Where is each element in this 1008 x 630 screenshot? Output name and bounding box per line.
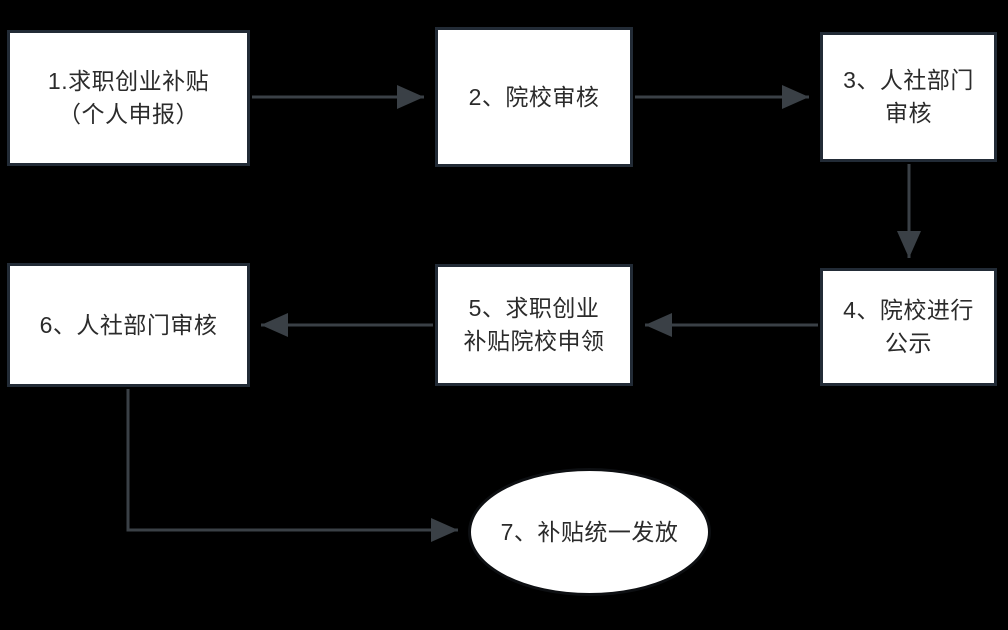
node-3-label: 3、人社部门 审核 xyxy=(843,67,974,126)
node-2-label: 2、院校审核 xyxy=(468,83,600,110)
node-4-label: 4、院校进行 公示 xyxy=(843,297,974,356)
node-6-label: 6、人社部门审核 xyxy=(39,311,218,338)
process-node-6[interactable]: 6、人社部门审核 xyxy=(7,263,250,387)
process-node-3[interactable]: 3、人社部门 审核 xyxy=(820,32,997,162)
connector-6-to-7 xyxy=(126,389,458,542)
process-node-4[interactable]: 4、院校进行 公示 xyxy=(820,268,997,386)
node-5-label: 5、求职创业 补贴院校申领 xyxy=(463,295,605,354)
node-7-label: 7、补贴统一发放 xyxy=(500,518,679,545)
node-1-label: 1.求职创业补贴 （个人申报） xyxy=(47,68,210,127)
terminator-node-7[interactable]: 7、补贴统一发放 xyxy=(468,468,711,596)
process-node-2[interactable]: 2、院校审核 xyxy=(435,27,633,167)
process-node-5[interactable]: 5、求职创业 补贴院校申领 xyxy=(435,264,633,386)
process-node-1[interactable]: 1.求职创业补贴 （个人申报） xyxy=(7,30,250,166)
